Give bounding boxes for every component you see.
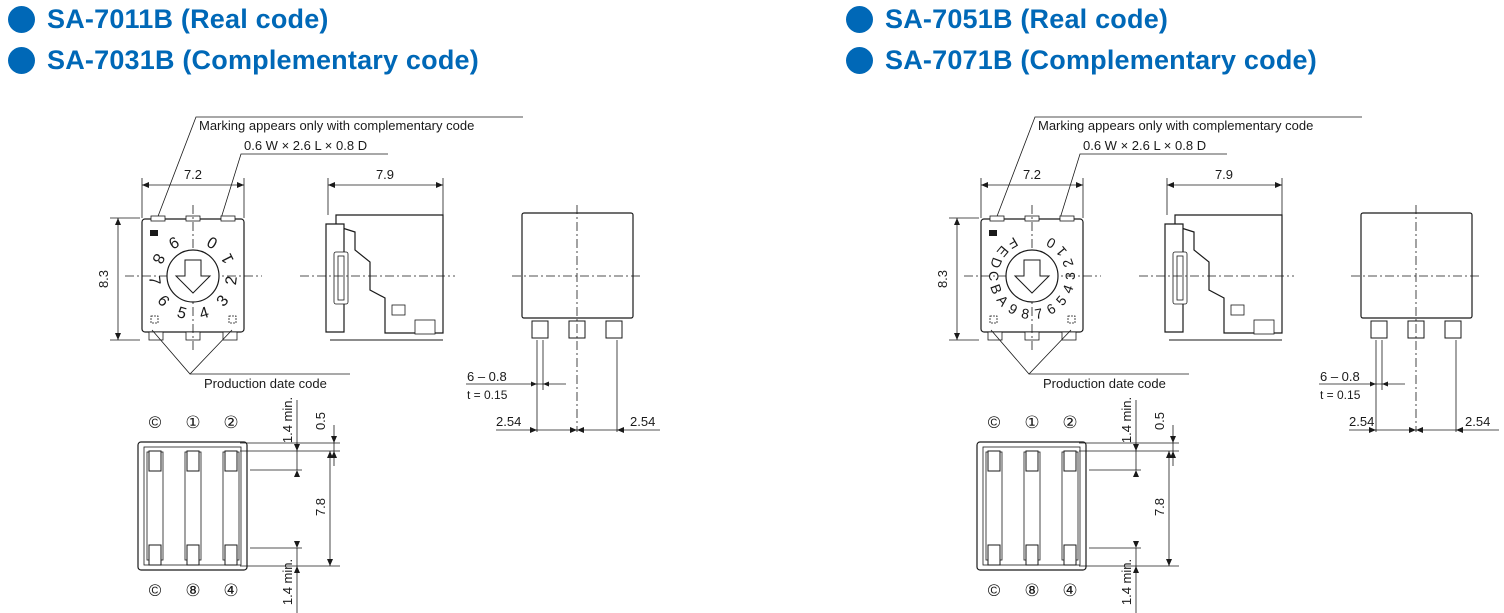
bullet-icon (846, 46, 873, 74)
pin-label-1: ① (185, 413, 200, 432)
dial-digit: 7 (1033, 305, 1044, 322)
terminal-thickness-label: t = 0.15 (467, 388, 508, 402)
terminal-width-label: 6 – 0.8 (1320, 369, 1360, 384)
dial-digit: 2 (223, 275, 241, 286)
slot-callout-label: 0.6 W × 2.6 L × 0.8 D (1083, 138, 1206, 153)
pin-label-4: ④ (1062, 581, 1077, 600)
panel2-heading-complementary-code: SA-7071B (Complementary code) (846, 43, 1317, 77)
pin-label-common-top: © (149, 413, 162, 432)
pitch-right-label: 2.54 (630, 414, 655, 429)
panel2-heading-real-code: SA-7051B (Real code) (846, 2, 1168, 36)
pitch-right-label: 2.54 (1465, 414, 1490, 429)
marking-callout-label: Marking appears only with complementary … (1038, 118, 1313, 133)
side-width-label: 7.9 (376, 167, 394, 182)
terminal-thickness-label: t = 0.15 (1320, 388, 1361, 402)
pin-label-8: ⑧ (185, 581, 200, 600)
side-width-label: 7.9 (1215, 167, 1233, 182)
bullet-icon (846, 5, 873, 33)
dial-digit: C (986, 271, 1002, 281)
panel1-front-view: Marking appears only with complementary … (96, 116, 523, 391)
min-clearance-top-label: 1.4 min. (280, 397, 295, 443)
panel2-dimension-drawing: Marking appears only with complementary … (935, 116, 1499, 613)
rotor-arrow-icon (174, 259, 212, 294)
height-label: 8.3 (935, 270, 950, 288)
marking-callout-leader (151, 116, 523, 233)
offset-label: 0.5 (313, 412, 328, 430)
panel2-bottom-view: © ① ② © ⑧ ④ (976, 397, 1179, 613)
min-clearance-bottom-label: 1.4 min. (1119, 559, 1134, 605)
bullet-icon (8, 5, 35, 33)
date-code-callout-label: Production date code (1043, 376, 1166, 391)
panel1-side-view: 7.9 (300, 167, 455, 341)
panel2-rear-view: 6 – 0.8 t = 0.15 2.54 2.54 (1319, 205, 1499, 433)
panel2-front-view: Marking appears only with complementary … (935, 116, 1362, 391)
pin-label-common-top: © (988, 413, 1001, 432)
pitch-left-label: 2.54 (496, 414, 521, 429)
panel1-heading-complementary-code: SA-7031B (Complementary code) (8, 43, 479, 77)
panel2-side-view: 7.9 (1139, 167, 1294, 341)
pin-span-label: 7.8 (313, 498, 328, 516)
panel1-title-2: SA-7031B (Complementary code) (47, 44, 479, 75)
front-width-label: 7.2 (1023, 167, 1041, 182)
bullet-icon (8, 46, 35, 74)
panel2-title-1: SA-7051B (Real code) (885, 3, 1169, 34)
dial-digit: 3 (1062, 272, 1078, 280)
height-label: 8.3 (96, 270, 111, 288)
min-clearance-bottom-label: 1.4 min. (280, 559, 295, 605)
pin-label-1: ① (1024, 413, 1039, 432)
pitch-left-label: 2.54 (1349, 414, 1374, 429)
dial-digit: 7 (145, 275, 163, 286)
pin-label-2: ② (223, 413, 238, 432)
dial-digit: 8 (1020, 305, 1031, 322)
rotor-arrow-icon (1013, 259, 1051, 294)
panel1-bottom-view: © ① ② © ⑧ ④ 1.4 min. 0.5 7.8 1.4 min. (137, 397, 340, 613)
panel1-rear-view: 6 – 0.8 t = 0.15 2.54 2.54 (466, 205, 660, 433)
front-width-label: 7.2 (184, 167, 202, 182)
panel1-heading-real-code: SA-7011B (Real code) (8, 2, 329, 36)
min-clearance-top-label: 1.4 min. (1119, 397, 1134, 443)
offset-label: 0.5 (1152, 412, 1167, 430)
panel1-title-1: SA-7011B (Real code) (47, 3, 329, 34)
pin-label-4: ④ (223, 581, 238, 600)
terminal-width-label: 6 – 0.8 (467, 369, 507, 384)
pin-span-label: 7.8 (1152, 498, 1167, 516)
marking-callout-label: Marking appears only with complementary … (199, 118, 474, 133)
slot-callout-label: 0.6 W × 2.6 L × 0.8 D (244, 138, 367, 153)
pin-label-common-bottom: © (149, 581, 162, 600)
panel2-title-2: SA-7071B (Complementary code) (885, 44, 1317, 75)
date-code-callout-label: Production date code (204, 376, 327, 391)
pin-label-8: ⑧ (1024, 581, 1039, 600)
marking-callout-leader (990, 116, 1362, 233)
panel1-dimension-drawing: Marking appears only with complementary … (96, 116, 660, 613)
pin-label-common-bottom: © (988, 581, 1001, 600)
pin-label-2: ② (1062, 413, 1077, 432)
